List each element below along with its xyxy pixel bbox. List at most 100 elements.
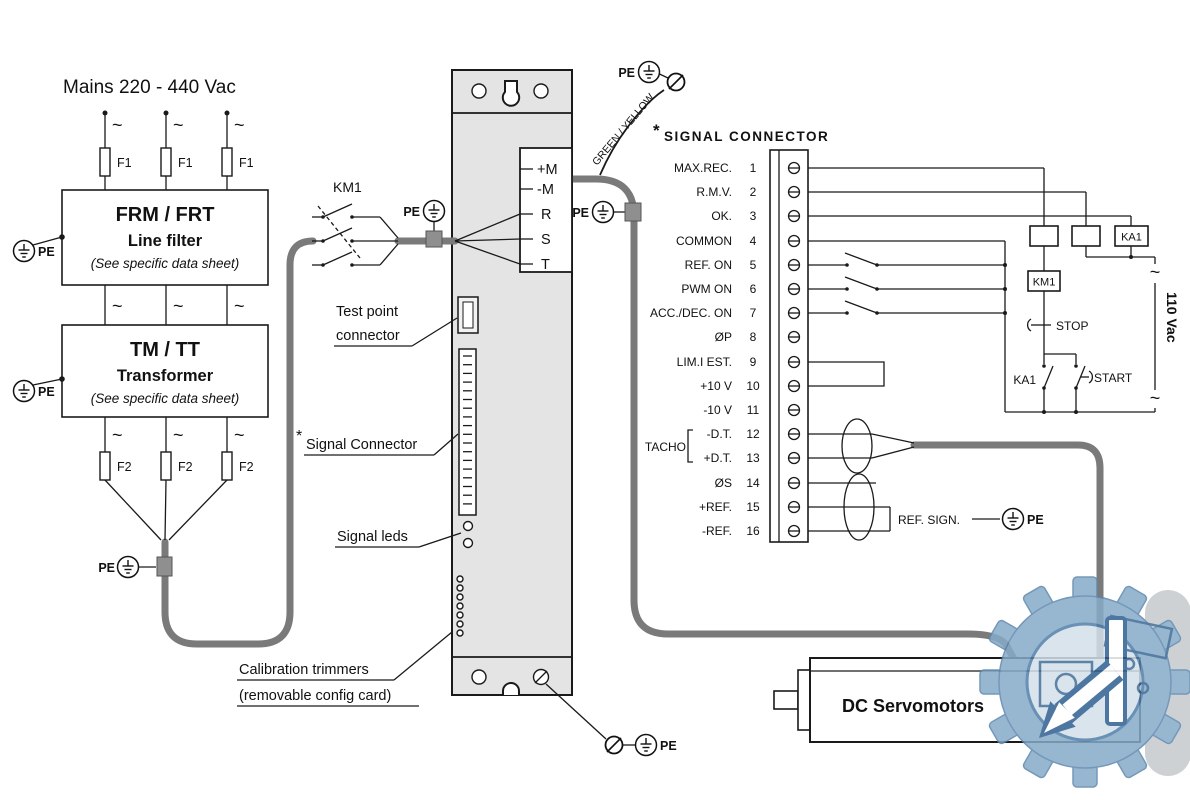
svg-text:4: 4	[750, 234, 757, 248]
km1-label: KM1	[333, 179, 362, 195]
pe-ground-icon	[422, 199, 446, 223]
motor-label: DC Servomotors	[842, 696, 984, 716]
control-circuit: KA1 ~ ~ 110 Vac KM1 STOP KA1 S	[808, 167, 1180, 541]
svg-text:11: 11	[747, 403, 760, 417]
svg-text:5: 5	[750, 258, 757, 272]
cable-clamp	[425, 230, 443, 248]
mains-phase-lines: ~ ~ ~	[102, 110, 245, 148]
signal-connector-section: * SIGNAL CONNECTOR 1 2 3 4	[645, 121, 829, 543]
callout-labels: Test point connector * Signal Connector …	[237, 304, 462, 707]
svg-text:-REF.: -REF.	[702, 524, 732, 538]
ac-tilde: ~	[173, 115, 184, 135]
ground-screw-icon	[666, 72, 686, 92]
motor-shaft	[773, 690, 799, 710]
svg-text:13: 13	[746, 451, 760, 465]
relay-box	[1071, 225, 1101, 247]
signal-connector-title: SIGNAL CONNECTOR	[664, 129, 829, 144]
stop-button-icon	[1027, 318, 1032, 332]
terminal-minus-m: -M	[537, 182, 554, 198]
pe-label: PE	[572, 206, 589, 220]
fuse-icon	[99, 451, 111, 481]
svg-text:-D.T.: -D.T.	[707, 427, 732, 441]
mounting-hole-icon	[471, 669, 487, 685]
green-yellow-wire	[599, 89, 665, 176]
screw-slot	[534, 670, 548, 684]
svg-text:MAX.REC.: MAX.REC.	[674, 161, 732, 175]
fuse-label: F2	[117, 460, 132, 474]
filter-subtitle: Line filter	[128, 232, 203, 250]
green-yellow-label: GREEN / YELLOW	[590, 91, 657, 167]
transformer-title: TM / TT	[130, 339, 200, 361]
transformer-subtitle: Transformer	[117, 367, 214, 385]
pe-ground-icon	[12, 239, 36, 263]
relay-box	[1029, 225, 1059, 247]
svg-text:12: 12	[746, 427, 760, 441]
shield-icon	[843, 473, 875, 541]
svg-text:7: 7	[750, 306, 757, 320]
fuse-icon	[221, 451, 233, 481]
cable-pe-clamp: PE	[98, 555, 173, 579]
svg-text:+10 V: +10 V	[700, 379, 732, 393]
pe-ground-icon	[12, 379, 36, 403]
signal-connector-callout: Signal Connector	[306, 437, 417, 453]
ac-tilde: ~	[1150, 262, 1161, 282]
mounting-hole-icon	[471, 83, 487, 99]
tacho-bracket	[687, 429, 693, 463]
supply-voltage-label: 110 Vac	[1164, 292, 1180, 343]
svg-text:9: 9	[750, 355, 757, 369]
ac-tilde: ~	[112, 296, 123, 316]
svg-text:COMMON: COMMON	[676, 234, 732, 248]
mains-section: Mains 220 - 440 Vac ~ ~ ~ F1 F1 F1 FRM /…	[12, 77, 269, 579]
pe-ground-icon	[637, 60, 661, 84]
pe-label: PE	[618, 66, 635, 80]
svg-text:-10 V: -10 V	[703, 403, 732, 417]
asterisk: *	[653, 121, 660, 140]
svg-text:15: 15	[746, 500, 760, 514]
pe-ground-icon	[116, 555, 140, 579]
limit-jumper	[808, 361, 885, 387]
start-button-icon	[1088, 370, 1093, 384]
svg-text:8: 8	[750, 330, 757, 344]
contactor-linkage	[317, 205, 361, 259]
ac-tilde: ~	[234, 296, 245, 316]
shield-icon	[841, 418, 873, 474]
fuse-label: F1	[178, 156, 193, 170]
ac-tilde: ~	[1150, 388, 1161, 408]
svg-text:ACC./DEC. ON: ACC./DEC. ON	[650, 306, 732, 320]
svg-text:OK.: OK.	[711, 209, 732, 223]
asterisk: *	[296, 428, 302, 445]
calibration-trimmers	[456, 575, 464, 637]
terminal-r: R	[541, 207, 551, 223]
pe-ground-icon	[1001, 507, 1025, 531]
line-filter-box: FRM / FRT Line filter (See specific data…	[12, 189, 269, 286]
tacho-cable	[910, 441, 1104, 664]
svg-text:PWM ON: PWM ON	[681, 282, 732, 296]
fuse-icon	[221, 147, 233, 177]
svg-text:10: 10	[746, 379, 760, 393]
fuse-icon	[160, 147, 172, 177]
cable-clamp	[156, 556, 173, 577]
mounting-hole-icon	[533, 83, 549, 99]
transformer-note: (See specific data sheet)	[91, 391, 240, 406]
filter-note: (See specific data sheet)	[91, 256, 240, 271]
svg-text:ØP: ØP	[715, 330, 732, 344]
f1-fuses: F1 F1 F1	[99, 147, 254, 190]
pe-label: PE	[38, 385, 55, 399]
pe-label: PE	[98, 561, 115, 575]
ac-tilde: ~	[234, 115, 245, 135]
pe-label: PE	[38, 245, 55, 259]
test-point-callout: Test point	[336, 304, 398, 320]
ac-tilde: ~	[173, 296, 184, 316]
ac-tilde: ~	[112, 115, 123, 135]
terminal-labels: MAX.REC. R.M.V. OK. COMMON REF. ON PWM O…	[650, 161, 732, 538]
svg-text:+REF.: +REF.	[699, 500, 732, 514]
km1-box-label: KM1	[1033, 277, 1056, 289]
calibration-callout: Calibration trimmers	[239, 662, 369, 678]
start-label: START	[1094, 371, 1133, 385]
pe-ground-icon	[634, 733, 658, 757]
ka1-contact-label: KA1	[1013, 373, 1036, 387]
bottom-notch	[502, 682, 520, 695]
fuse-label: F2	[178, 460, 193, 474]
